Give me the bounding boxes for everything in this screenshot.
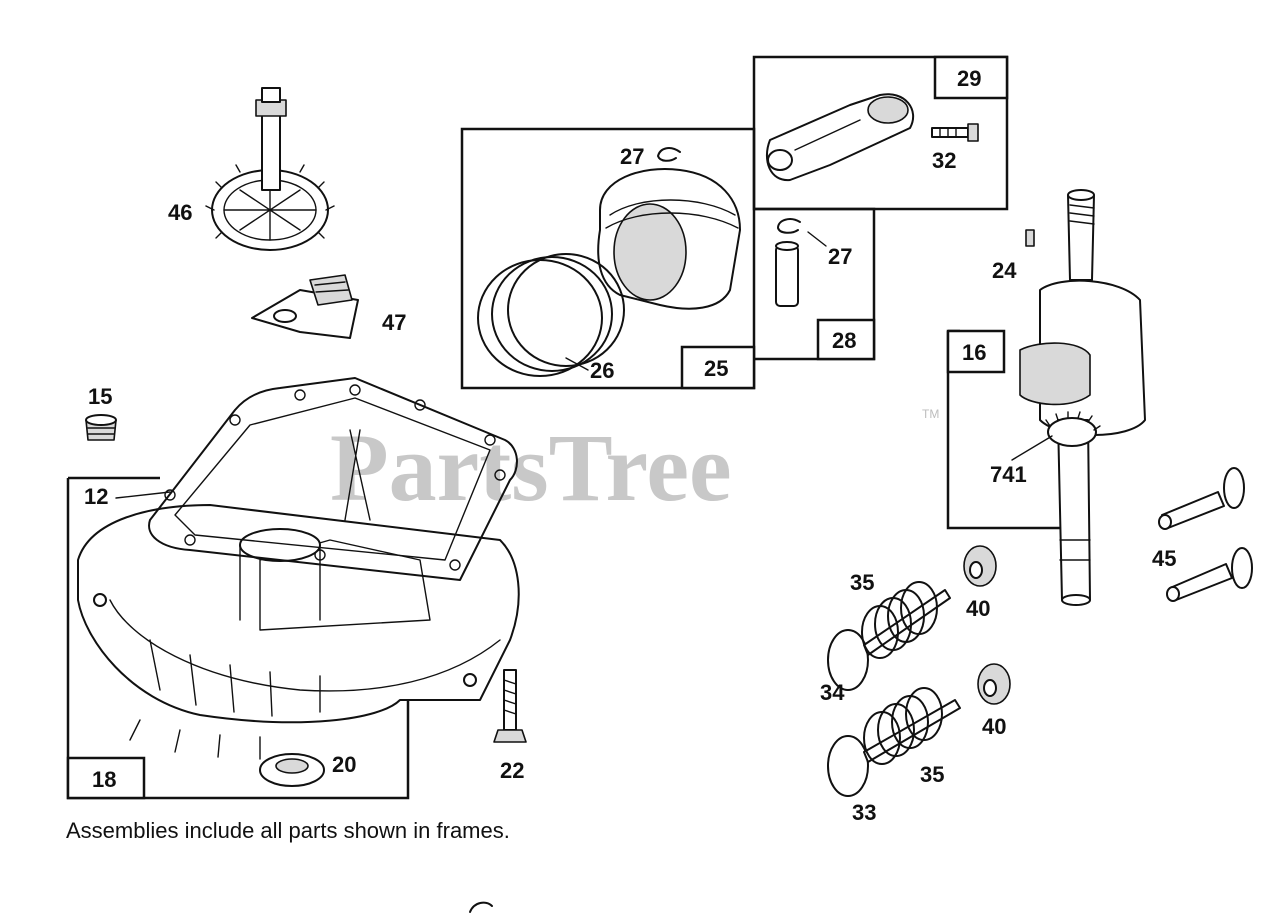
frame-25-label: 25 (704, 356, 728, 381)
retainer-40b-illustration (977, 663, 1011, 705)
callout-20: 20 (332, 752, 356, 777)
leader-741 (1011, 435, 1053, 461)
frame-25-outline (460, 127, 756, 390)
governor-47-illustration (251, 274, 359, 339)
plug-15-illustration (85, 414, 117, 441)
callout-27b: 27 (828, 244, 852, 269)
callout-33: 33 (852, 800, 876, 825)
spring-35b-illustration (863, 687, 943, 765)
lifters-45-illustration (1158, 467, 1253, 602)
assembly-caption: Assemblies include all parts shown in fr… (66, 818, 510, 843)
callout-15: 15 (88, 384, 112, 409)
leader-26 (565, 357, 589, 371)
callout-40a: 40 (966, 596, 990, 621)
watermark-trademark: TM (922, 407, 939, 421)
seal-20-illustration (259, 753, 325, 787)
callout-45: 45 (1152, 546, 1176, 571)
callout-40b: 40 (982, 714, 1006, 739)
frame-29-label: 29 (957, 66, 981, 91)
crank-gear-741-illustration (1045, 411, 1101, 447)
frame-29-outline (752, 55, 1009, 211)
clip-27a-illustration (657, 147, 681, 162)
frame-18-label: 18 (92, 767, 116, 792)
watermark-text: PartsTree (330, 414, 732, 521)
callout-35b: 35 (920, 762, 944, 787)
callout-47: 47 (382, 310, 406, 335)
rings-illustration (477, 253, 625, 377)
callout-26: 26 (590, 358, 614, 383)
callout-24: 24 (992, 258, 1017, 283)
spring-35a-illustration (861, 581, 938, 659)
frame-18-label-box (66, 756, 146, 800)
callout-32: 32 (932, 148, 956, 173)
frame-16-label: 16 (962, 340, 986, 365)
callout-46: 46 (168, 200, 192, 225)
valve-34-illustration (827, 589, 951, 691)
connecting-rod-illustration (765, 93, 915, 182)
valve-33-illustration (827, 699, 961, 797)
cam-gear-46-illustration (205, 87, 335, 251)
frame-28-label: 28 (832, 328, 856, 353)
frame-25-label-box (680, 345, 756, 390)
callout-27a: 27 (620, 144, 644, 169)
leader-27b (807, 231, 827, 247)
frame-28-label-box (816, 318, 876, 361)
callout-22: 22 (500, 758, 524, 783)
frame-18-outline (66, 476, 410, 800)
leader-12 (115, 491, 171, 499)
piston-illustration (597, 168, 741, 310)
bolt-22-illustration (493, 669, 527, 743)
rod-bolt-32-illustration (931, 123, 979, 142)
crankcase-illustration (77, 429, 520, 760)
retainer-40a-illustration (963, 545, 997, 587)
callout-34: 34 (820, 680, 845, 705)
wrist-pin-illustration (775, 241, 799, 307)
frame-16-label-box (946, 329, 1006, 374)
callout-741: 741 (990, 462, 1027, 487)
gasket-illustration (148, 377, 518, 581)
partial-mark (469, 901, 493, 913)
clip-27b-illustration (777, 218, 801, 234)
callout-12: 12 (84, 484, 108, 509)
callout-35a: 35 (850, 570, 874, 595)
frame-29-label-box (933, 55, 1009, 100)
crankshaft-illustration (1019, 189, 1146, 606)
key-24-illustration (1025, 229, 1035, 247)
